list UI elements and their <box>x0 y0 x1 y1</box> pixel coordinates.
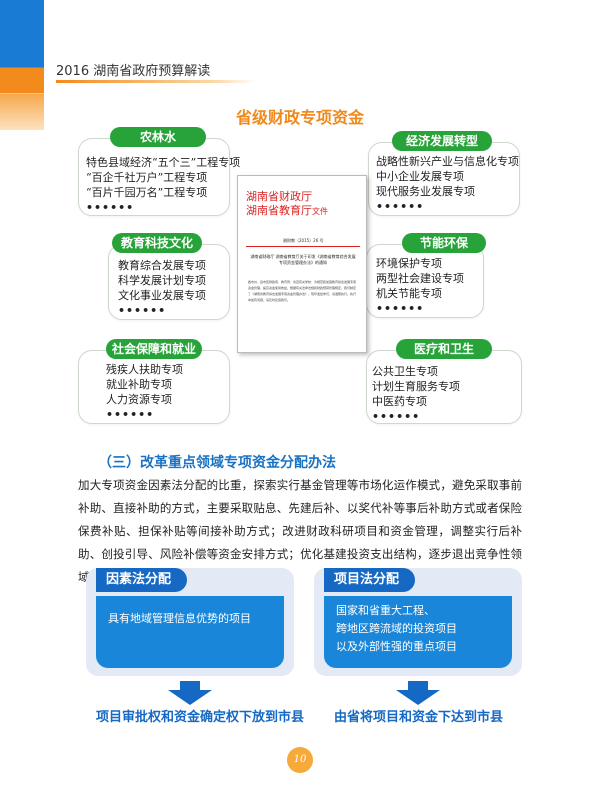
category-tab-health: 医疗和卫生 <box>396 339 492 359</box>
list-item: 文化事业发展专项 <box>118 289 206 302</box>
category-list-economy: 战略性新兴产业与信息化专项 中小企业发展专项 现代服务业发展专项 •••••• <box>376 154 519 214</box>
list-item: 机关节能专项 <box>376 287 442 300</box>
official-document-image: 湖南省财政厅 湖南省教育厅文件 湘财教〔2015〕26 号 湖南省财政厅 湖南省… <box>237 175 367 353</box>
document-issuer-2: 湖南省教育厅 <box>246 204 312 217</box>
result-factor-method: 项目审批权和资金确定权下放到市县 <box>96 710 305 725</box>
document-number: 湘财教〔2015〕26 号 <box>283 238 324 243</box>
document-subject: 湖南省财政厅 湖南省教育厅关于印发《湖南省教育综合发展专项资金管理办法》的通知 <box>250 254 356 265</box>
list-item: 就业补助专项 <box>106 378 172 391</box>
corner-decoration <box>0 0 44 130</box>
list-item: 计划生育服务专项 <box>372 380 460 393</box>
list-item: 特色县域经济“五个三”工程专项 <box>86 156 241 169</box>
list-item: 现代服务业发展专项 <box>376 185 475 198</box>
list-item: 人力资源专项 <box>106 393 172 406</box>
panel-line: 具有地域管理信息优势的项目 <box>108 612 251 625</box>
category-box-environment <box>366 244 484 318</box>
document-header: 湖南省财政厅 湖南省教育厅文件 <box>246 190 360 219</box>
result-project-method: 由省将项目和资金下达到市县 <box>334 710 504 725</box>
category-tab-economy: 经济发展转型 <box>392 131 492 151</box>
category-list-education: 教育综合发展专项 科学发展计划专项 文化事业发展专项 •••••• <box>118 258 206 318</box>
list-item-more: •••••• <box>118 304 167 317</box>
list-item-more: •••••• <box>372 410 421 423</box>
category-box-health <box>366 350 522 424</box>
panel-content-project-method: 国家和省重大工程、 跨地区跨流域的投资项目 以及外部性强的重点项目 <box>324 596 512 668</box>
category-box-social-security <box>78 350 230 424</box>
arrow-down-icon <box>168 681 212 705</box>
category-box-agriculture <box>78 138 230 216</box>
document-suffix: 文件 <box>312 207 328 216</box>
page-number: 10 <box>287 747 313 773</box>
list-item: 战略性新兴产业与信息化专项 <box>376 155 519 168</box>
panel-project-method: 项目法分配 国家和省重大工程、 跨地区跨流域的投资项目 以及外部性强的重点项目 <box>314 568 522 676</box>
list-item-more: •••••• <box>376 302 425 315</box>
document-red-rule <box>246 246 360 247</box>
category-box-education <box>108 244 230 320</box>
panel-line: 以及外部性强的重点项目 <box>336 640 457 653</box>
section-title: 省级财政专项资金 <box>235 108 364 127</box>
document-body: 各市州、县市区财政局、教育局：省直有关学校：为规范和加强教育综合发展专项资金管理… <box>248 280 357 302</box>
panel-line: 国家和省重大工程、 <box>336 604 435 617</box>
header-rule <box>56 80 256 83</box>
list-item-more: •••••• <box>106 408 155 421</box>
list-item-more: •••••• <box>376 200 425 213</box>
category-list-agriculture: 特色县域经济“五个三”工程专项 “百企千社万户”工程专项 “百片千园万名”工程专… <box>86 155 240 215</box>
list-item-more: •••••• <box>86 201 135 214</box>
category-list-environment: 环境保护专项 两型社会建设专项 机关节能专项 •••••• <box>376 256 464 316</box>
list-item: 残疾人扶助专项 <box>106 363 183 376</box>
list-item: 科学发展计划专项 <box>118 274 206 287</box>
panel-factor-method: 因素法分配 具有地域管理信息优势的项目 <box>86 568 294 676</box>
panel-tab-factor-method: 因素法分配 <box>96 568 188 592</box>
category-tab-social-security: 社会保障和就业 <box>106 339 202 359</box>
category-tab-environment: 节能环保 <box>402 233 486 253</box>
document-issuer-1: 湖南省财政厅 <box>246 190 312 203</box>
list-item: 环境保护专项 <box>376 257 442 270</box>
list-item: 中医药专项 <box>372 395 427 408</box>
page-header-title: 2016 湖南省政府预算解读 <box>56 64 211 79</box>
panel-tab-project-method: 项目法分配 <box>324 568 416 592</box>
list-item: 教育综合发展专项 <box>118 259 206 272</box>
category-list-health: 公共卫生专项 计划生育服务专项 中医药专项 •••••• <box>372 364 460 424</box>
category-list-social-security: 残疾人扶助专项 就业补助专项 人力资源专项 •••••• <box>106 362 183 422</box>
list-item: 中小企业发展专项 <box>376 170 464 183</box>
list-item: 两型社会建设专项 <box>376 272 464 285</box>
sub-heading: （三）改革重点领域专项资金分配办法 <box>98 455 336 471</box>
list-item: 公共卫生专项 <box>372 365 438 378</box>
list-item: “百企千社万户”工程专项 <box>86 171 208 184</box>
panel-content-factor-method: 具有地域管理信息优势的项目 <box>96 596 284 668</box>
panel-line: 跨地区跨流域的投资项目 <box>336 622 457 635</box>
list-item: “百片千园万名”工程专项 <box>86 186 208 199</box>
arrow-down-icon <box>396 681 440 705</box>
category-tab-agriculture: 农林水 <box>110 127 206 147</box>
category-tab-education: 教育科技文化 <box>112 233 202 253</box>
